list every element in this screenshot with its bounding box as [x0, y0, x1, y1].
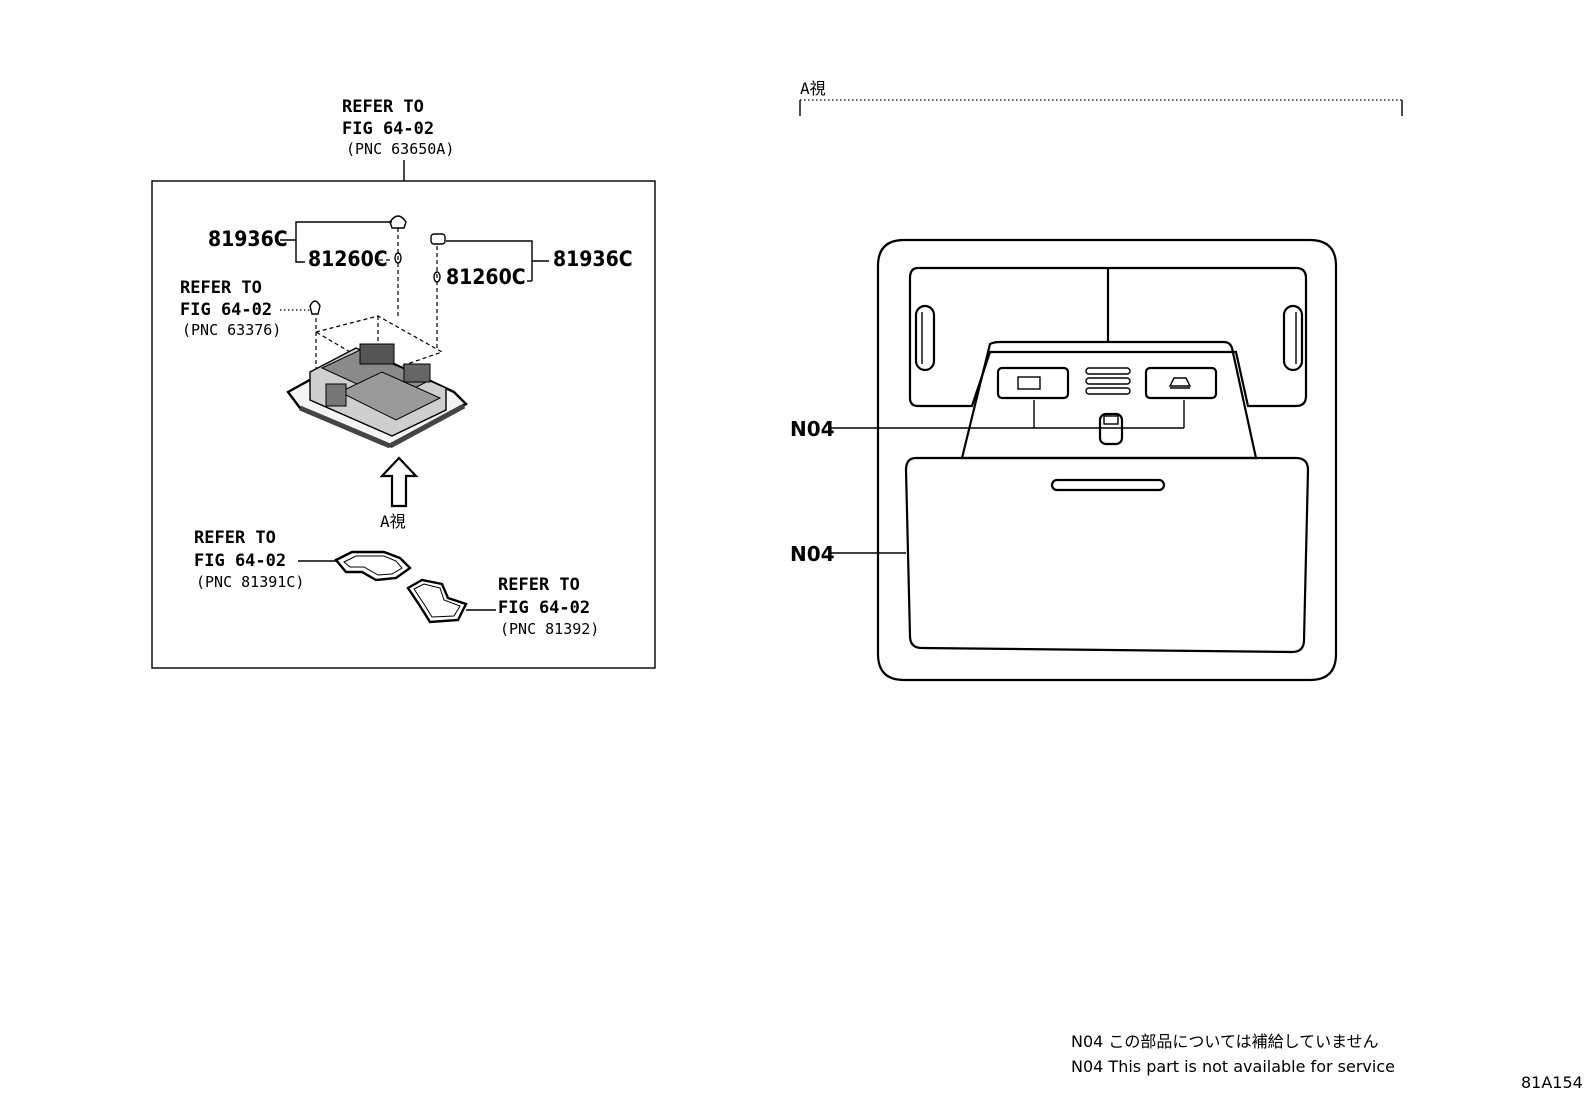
right-switch-icon — [1168, 377, 1192, 389]
left-side-lamp — [914, 304, 936, 372]
pad1-inner — [343, 555, 403, 576]
refer-pad1-line1: REFER TO — [194, 528, 276, 548]
view-a-arrow — [379, 456, 419, 508]
refer-left-line2: FIG 64-02 — [180, 300, 272, 320]
center-small-switch-cap — [1103, 415, 1119, 425]
sunglass-holder-lid — [904, 456, 1310, 654]
callout-upper-label: N04 — [790, 417, 835, 441]
left-bracket-lower — [295, 240, 305, 263]
view-a-title: A視 — [800, 79, 826, 98]
left-lens-part — [389, 215, 407, 229]
left-lens-leader — [280, 221, 392, 241]
lid-handle — [1050, 478, 1166, 492]
left-panel: REFER TO FIG 64-02 (PNC 63650A) 81936C 8… — [151, 97, 656, 669]
callout-lower-label: N04 — [790, 542, 835, 566]
part-left-lens-label: 81936C — [208, 227, 288, 251]
refer-left-line3: (PNC 63376) — [182, 321, 281, 339]
console-outer — [876, 238, 1338, 682]
refer-pad1-line3: (PNC 81391C) — [196, 573, 304, 591]
refer-pad2-line2: FIG 64-02 — [498, 598, 590, 618]
right-lens-part — [430, 233, 446, 245]
clip-part — [309, 300, 321, 315]
right-side-lamp — [1282, 304, 1304, 372]
microphone-grille — [1085, 367, 1131, 395]
view-a-label: A視 — [380, 512, 406, 531]
center-small-switch — [1098, 412, 1124, 446]
left-switch-icon — [1017, 376, 1041, 390]
pad2-inner — [413, 583, 461, 618]
switch-panel — [960, 340, 1258, 460]
pad2-part — [406, 578, 468, 624]
refer-top-line1: REFER TO — [342, 97, 424, 117]
refer-pad1-line2: FIG 64-02 — [194, 551, 286, 571]
left-panel-frame — [151, 180, 656, 669]
part-right-bulb-label: 81260C — [446, 265, 526, 289]
refer-top-line3: (PNC 63650A) — [346, 140, 454, 158]
right-panel: A視 N04 — [790, 79, 1403, 682]
note-japanese: N04 この部品については補給していません — [1071, 1032, 1379, 1051]
overhead-lamp-assembly — [286, 343, 468, 449]
note-english: N04 This part is not available for servi… — [1071, 1057, 1395, 1076]
refer-pad2-line3: (PNC 81392) — [500, 620, 599, 638]
right-bracket — [446, 240, 533, 281]
figure-id: 81A154 — [1521, 1073, 1583, 1092]
right-switch — [1144, 366, 1218, 400]
lamp-window — [908, 266, 1308, 408]
refer-pad2-line1: REFER TO — [498, 575, 580, 595]
refer-top-line2: FIG 64-02 — [342, 119, 434, 139]
part-left-bulb-label: 81260C — [308, 247, 388, 271]
part-right-lens-label: 81936C — [553, 247, 633, 271]
left-switch — [996, 366, 1070, 400]
refer-left-line1: REFER TO — [180, 278, 262, 298]
